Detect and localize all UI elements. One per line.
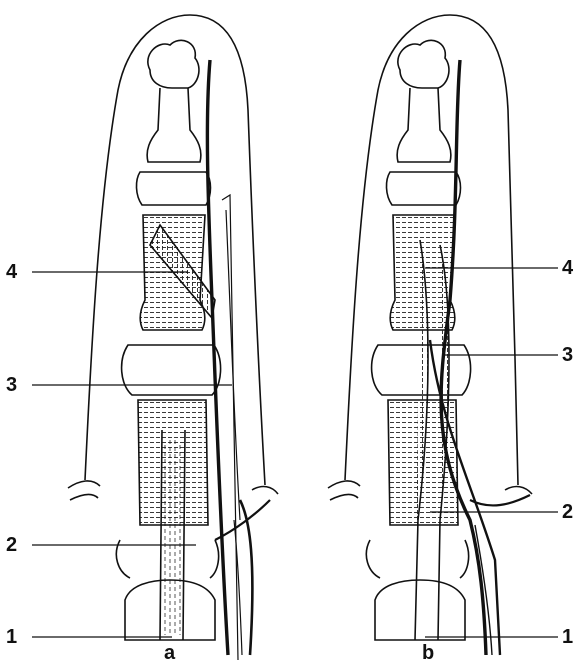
finger-panel-b bbox=[328, 15, 532, 655]
label-b-2: 2 bbox=[562, 502, 573, 522]
finger-panel-a bbox=[68, 15, 278, 660]
distal-tip-a bbox=[148, 40, 199, 88]
label-a-2: 2 bbox=[6, 535, 17, 555]
distal-phalanx-b bbox=[397, 88, 451, 162]
caption-a: a bbox=[164, 643, 175, 663]
label-a-1: 1 bbox=[6, 627, 17, 647]
label-a-4: 4 bbox=[6, 262, 17, 282]
distal-tip-b bbox=[398, 40, 449, 88]
proximal-phalanx-a bbox=[138, 400, 208, 525]
distal-phalanx-a bbox=[147, 88, 201, 162]
label-a-3: 3 bbox=[6, 375, 17, 395]
label-b-1: 1 bbox=[562, 627, 573, 647]
label-b-4: 4 bbox=[562, 258, 573, 278]
caption-b: b bbox=[422, 643, 434, 663]
label-b-3: 3 bbox=[562, 345, 573, 365]
